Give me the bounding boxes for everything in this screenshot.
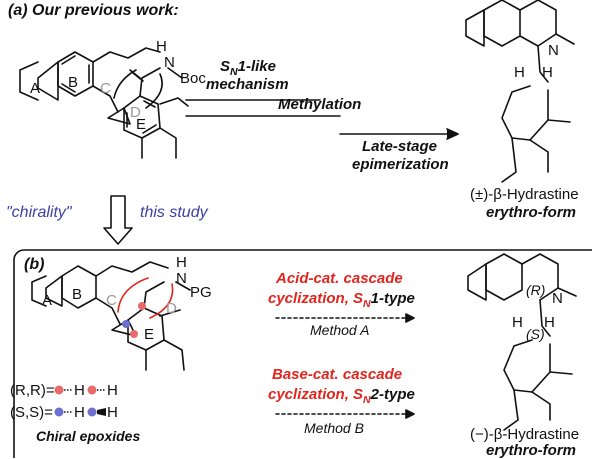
epoxide-legend xyxy=(54,302,146,417)
method-b-label: Method B xyxy=(304,420,364,436)
product-a-n-atom: N xyxy=(548,42,559,59)
transition-arrow xyxy=(103,195,133,245)
ss-sphere-2 xyxy=(87,407,97,417)
step3-label-line1: Late-stage xyxy=(362,138,438,155)
product-b-n-atom: N xyxy=(552,290,563,307)
rr-sphere-1 xyxy=(54,385,64,395)
ring-label-b-d: D xyxy=(166,300,177,317)
transition-right-label: this study xyxy=(140,204,208,221)
panel-b-heading: (b) xyxy=(24,256,45,273)
transition-left-label: "chirality" xyxy=(6,204,72,221)
reactant-a-h-atom: H xyxy=(156,38,167,55)
rr-h2: H xyxy=(107,382,118,399)
product-a-h2: H xyxy=(542,64,553,81)
product-a-h1: H xyxy=(514,64,525,81)
panel-b-reactant xyxy=(31,261,191,371)
step3-label-line2: epimerization xyxy=(352,156,449,173)
reactant-a-n-atom: N xyxy=(164,54,175,71)
ring-label-d: D xyxy=(130,104,141,121)
reactant-b-h-atom: H xyxy=(176,254,187,271)
panel-b-frame xyxy=(13,249,592,458)
ring-label-b-e: E xyxy=(144,326,155,343)
panel-a-product xyxy=(465,0,575,183)
ring-label-b-b: B xyxy=(72,286,83,303)
product-a-name: (±)-β-Hydrastine xyxy=(470,186,579,203)
panel-a-reactant xyxy=(19,47,189,159)
base-label-line2: cyclization, SN2-type xyxy=(268,386,415,406)
panel-a-arrows xyxy=(185,99,459,140)
ring-label-b-a: A xyxy=(42,292,53,309)
panel-b-product xyxy=(467,253,577,431)
product-b-name: (−)-β-Hydrastine xyxy=(470,426,580,443)
panel-a-heading: (a) Our previous work: xyxy=(8,2,179,19)
ss-h2: H xyxy=(107,404,118,421)
product-b-h1: H xyxy=(512,314,523,331)
panel-b-mechanism-arrows xyxy=(117,277,174,319)
ring-label-a: A xyxy=(30,80,41,97)
ring-label-e: E xyxy=(136,116,147,133)
epoxide-caption: Chiral epoxides xyxy=(36,428,141,444)
product-b-h2: H xyxy=(544,314,555,331)
acid-label-line1: Acid-cat. cascade xyxy=(276,270,403,287)
panel-b-arrows xyxy=(275,317,411,415)
reactant-b-pg: PG xyxy=(190,284,212,301)
rr-label: (R,R)= xyxy=(10,382,55,399)
ring-label-c: C xyxy=(100,80,111,97)
product-b-s-label: (S) xyxy=(526,326,545,342)
ring-label-b-c: C xyxy=(106,292,117,309)
base-label-line1: Base-cat. cascade xyxy=(272,366,403,383)
ring-label-b: B xyxy=(68,74,79,91)
product-b-r-label: (R) xyxy=(526,282,546,298)
ss-label: (S,S)= xyxy=(10,404,53,421)
step2-label: Methylation xyxy=(278,96,362,113)
acid-label-line2: cyclization, SN1-type xyxy=(268,290,415,310)
reactant-b-n-atom: N xyxy=(176,270,187,287)
ss-h1: H xyxy=(74,404,85,421)
method-a-label: Method A xyxy=(310,322,370,338)
product-b-form: erythro-form xyxy=(486,442,577,459)
step1-label: SN1-like xyxy=(220,58,276,78)
product-a-form: erythro-form xyxy=(486,204,577,221)
ss-sphere-1 xyxy=(54,407,64,417)
rr-h1: H xyxy=(74,382,85,399)
reactant-a-boc: Boc xyxy=(180,70,206,87)
rr-sphere-2 xyxy=(87,385,97,395)
step1-label-line2: mechanism xyxy=(206,76,289,93)
